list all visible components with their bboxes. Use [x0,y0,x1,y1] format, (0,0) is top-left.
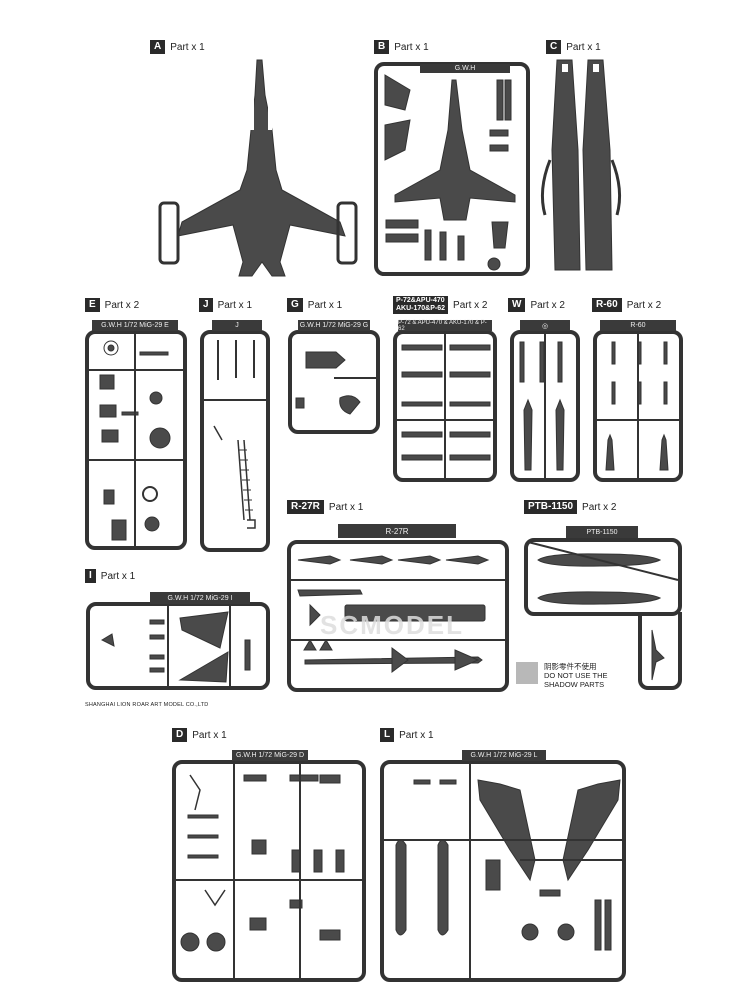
sprue-frame-G [288,330,380,434]
header-part-W: W Part x 2 [508,298,565,312]
part-badge: PTB-1150 [524,500,578,514]
sprue-tag: R-27R [338,524,456,538]
shadow-note-cn: 阴影零件不使用 [544,662,597,671]
header-part-L: L Part x 1 [380,728,434,742]
part-L-parts [395,779,621,951]
part-count: Part x 1 [328,501,364,513]
part-count: Part x 1 [217,299,253,311]
shadow-note-en2: SHADOW PARTS [544,680,605,689]
part-A-fuselage [158,59,358,277]
part-B-lower-fuselage [384,74,516,271]
sprue-tag: R-60 [600,320,676,331]
part-P-pylons [401,344,491,461]
header-part-J: J Part x 1 [199,298,252,312]
sprue-tag: G.W.H 1/72 MiG-29 G [298,320,370,331]
sprue-tag: G.W.H [420,64,510,73]
part-badge: R-27R [287,500,324,514]
part-count: Part x 1 [192,729,227,741]
part-badge: A [150,40,166,54]
part-badge: B [374,40,390,54]
part-R27R-missile [297,555,490,673]
sprue-frame-R27R [287,540,509,692]
sprue-frame-D [172,760,366,982]
header-part-R60: R-60 Part x 2 [592,298,661,312]
part-J-ladder [213,340,256,529]
part-badge: P-72&APU-470 AKU-170&P-62 [393,296,449,314]
shadow-note-en1: DO NOT USE THE [544,671,608,680]
part-G-parts [295,351,361,415]
watermark-text: SCMODEL [320,610,464,640]
part-count: Part x 2 [582,501,617,513]
part-count: Part x 2 [104,299,140,311]
sprue-tag: G.W.H 1/72 MiG-29 D [232,750,308,761]
part-count: Part x 1 [394,41,429,53]
part-E-parts [99,340,171,541]
shadow-note: 阴影零件不使用 DO NOT USE THE SHADOW PARTS [544,662,607,689]
part-badge: D [172,728,188,742]
header-part-PTB: PTB-1150 Part x 2 [524,500,617,514]
sprue-frame-J [200,330,270,552]
part-count: Part x 2 [626,299,662,311]
sprue-frame-R60 [593,330,683,482]
sprue-tag: J [212,320,262,331]
header-part-P: P-72&APU-470 AKU-170&P-62 Part x 2 [393,296,488,314]
header-part-G: G Part x 1 [287,298,342,312]
header-part-E: E Part x 2 [85,298,139,312]
part-D-parts [180,774,345,952]
sprue-tag: G.W.H 1/72 MiG-29 I [150,592,250,604]
part-badge: C [546,40,562,54]
part-count: Part x 1 [100,570,136,582]
part-count: Part x 1 [566,41,601,53]
part-count: Part x 2 [530,299,565,311]
part-count: Part x 1 [399,729,434,741]
header-part-C: C Part x 1 [546,40,601,54]
sprue-frame-PTB-tail [638,612,682,690]
sprue-frame-PTB [524,538,682,616]
sprue-tag: PTB-1150 [566,526,638,538]
part-badge: R-60 [592,298,622,312]
sprue-tag-emblem: ◎ [520,320,570,331]
sprue-tag: P-72 & APU-470 & AKU-170 & P-62 [398,320,492,332]
part-C-intakes [540,59,622,271]
part-badge: W [508,298,526,312]
part-count: Part x 1 [307,299,343,311]
sprue-runners [89,334,679,978]
emblem-icon: ◎ [541,322,549,330]
part-badge: G [287,298,303,312]
header-part-A: A Part x 1 [150,40,205,54]
part-badge: J [199,298,213,312]
part-W-pylons [519,341,565,471]
part-badge: E [85,298,100,312]
sprue-frame-E [85,330,187,550]
header-part-I: I Part x 1 [85,569,135,583]
part-badge: I [85,569,96,583]
sprue-frame-W [510,330,580,482]
footer-company: SHANGHAI LION ROAR ART MODEL CO.,LTD [85,702,209,708]
header-part-R27R: R-27R Part x 1 [287,500,363,514]
sprue-frame-L [380,760,626,982]
part-R60-missiles [605,341,669,471]
part-I-parts [100,611,251,683]
sprue-frame-P [393,330,497,482]
header-part-B: B Part x 1 [374,40,429,54]
shadow-swatch [516,662,538,684]
sprue-tag: G.W.H 1/72 MiG-29 E [92,320,178,331]
part-count: Part x 2 [453,299,488,311]
sprue-frame-I [86,602,270,690]
sprue-tag: G.W.H 1/72 MiG-29 L [462,750,546,761]
part-badge: L [380,728,395,742]
part-count: Part x 1 [170,41,205,53]
header-part-D: D Part x 1 [172,728,227,742]
